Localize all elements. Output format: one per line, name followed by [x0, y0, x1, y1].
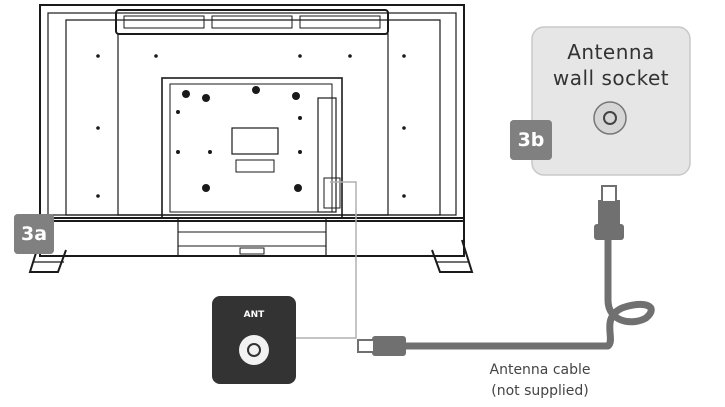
- wall-socket-panel: [531, 26, 691, 176]
- antenna-cable: [357, 185, 655, 356]
- cable-label-line1: Antenna cable: [489, 362, 591, 378]
- tv-back: [28, 4, 474, 273]
- screw-holes: [96, 54, 406, 198]
- wall-socket-label-line1: Antenna: [567, 40, 655, 64]
- cable-label-line2: (not supplied): [491, 383, 589, 399]
- wall-socket-inner: [603, 111, 617, 125]
- wall-socket-outer: [593, 101, 627, 135]
- ant-port-inner: [247, 343, 261, 357]
- wall-socket-label-line2: wall socket: [552, 66, 670, 90]
- badge-3b: 3b: [510, 120, 552, 160]
- ant-port-outer: [239, 335, 269, 365]
- badge-3a: 3a: [14, 214, 54, 254]
- ant-port-label: ANT: [243, 310, 265, 320]
- callout-line: [296, 181, 357, 339]
